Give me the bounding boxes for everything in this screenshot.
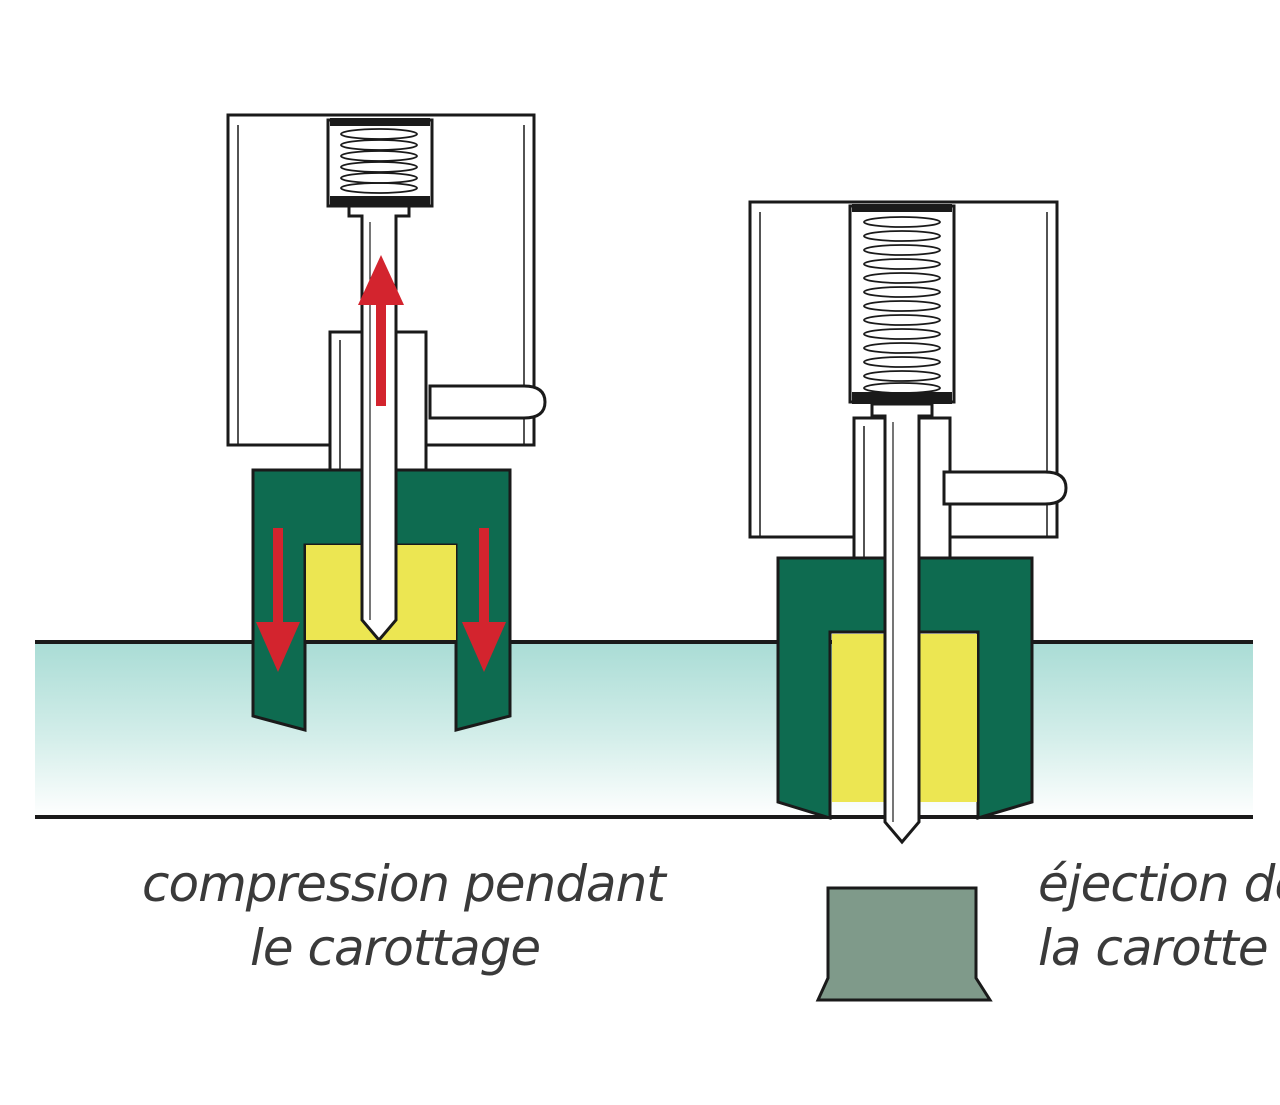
left-arrow-up-icon — [358, 255, 404, 406]
caption-compression-line2: le carottage — [250, 919, 541, 977]
ejected-core-sample — [815, 886, 993, 1002]
left-latch-handle — [428, 384, 547, 420]
left-ejector-pin — [347, 204, 411, 643]
left-spring — [340, 128, 418, 194]
caption-ejection-line1: éjection de — [1038, 855, 1280, 913]
left-arrow-down-icon — [256, 528, 300, 672]
caption-ejection-line2: la carotte — [1038, 919, 1269, 977]
left-corer-tool — [226, 113, 547, 732]
caption-compression-line1: compression pendant — [142, 855, 666, 913]
agar-plate — [35, 640, 1253, 819]
right-cutting-tube — [776, 556, 1034, 821]
right-latch-handle — [942, 470, 1068, 506]
right-corer-tool — [748, 200, 1068, 1002]
right-spring — [863, 216, 941, 394]
right-arrow-down-icon — [462, 528, 506, 672]
right-ejector-pin — [870, 402, 934, 845]
